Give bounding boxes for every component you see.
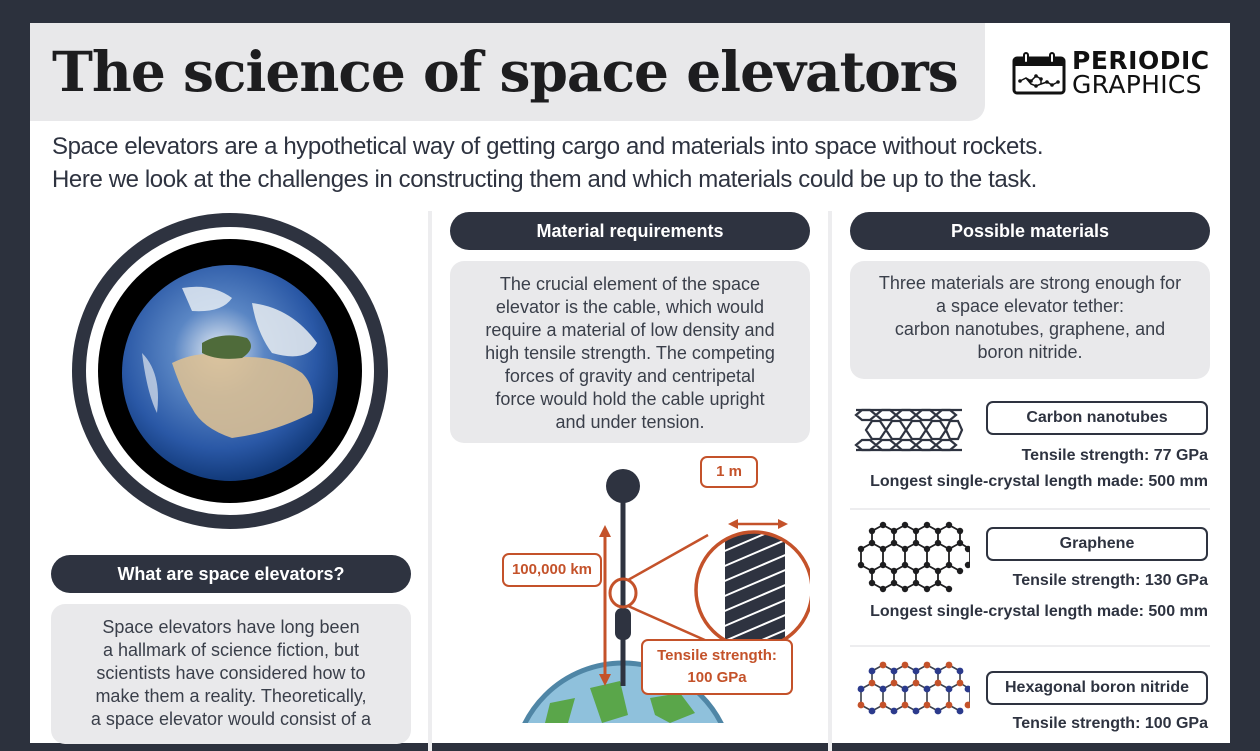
body-line: Three materials are strong enough for [878, 273, 1182, 293]
material-tensile-graphene: Tensile strength: 130 GPa [1012, 572, 1208, 589]
material-name-graphene: Graphene [986, 527, 1208, 561]
material-requirements-text: The crucial element of the space elevato… [450, 261, 810, 443]
page-title: The science of space elevators [52, 39, 959, 104]
what-are-space-elevators-text: Space elevators have long been a hallmar… [51, 604, 411, 744]
body-line: elevator is the cable, which would [495, 297, 765, 317]
body-line: a space elevator tether: [935, 296, 1125, 316]
column-divider-right [828, 211, 832, 751]
intro-text: Space elevators are a hypothetical way o… [52, 130, 1222, 196]
body-line: carbon nanotubes, graphene, and [894, 319, 1166, 339]
body-line: make them a reality. Theoretically, [95, 686, 367, 706]
earth-globe-image [72, 213, 388, 529]
material-tensile-hexagonal-boron-nitride: Tensile strength: 100 GPa [1012, 715, 1208, 732]
body-line: force would hold the cable upright [495, 389, 765, 409]
possible-materials-heading: Possible materials [850, 212, 1210, 250]
body-line: The crucial element of the space [499, 274, 761, 294]
material-tensile-carbon-nanotubes: Tensile strength: 77 GPa [1021, 447, 1208, 464]
body-line: high tensile strength. The competing [485, 343, 775, 363]
height-arrow-icon [599, 525, 611, 686]
material-requirements-heading: Material requirements [450, 212, 810, 250]
column-divider-left [428, 211, 432, 751]
intro-line-1: Space elevators are a hypothetical way o… [52, 133, 1044, 160]
infographic-page: The science of space elevators PERIODIC … [30, 23, 1230, 751]
body-line: boron nitride. [977, 342, 1083, 362]
possible-materials-text: Three materials are strong enough for a … [850, 261, 1210, 379]
logo-line-1: PERIODIC [1072, 46, 1210, 75]
graphene-lattice-icon [857, 521, 970, 593]
materials-divider [850, 645, 1210, 647]
title-bar: The science of space elevators [30, 23, 985, 121]
body-line: forces of gravity and centripetal [504, 366, 756, 386]
boron-nitride-lattice-icon [857, 661, 970, 715]
intro-line-2: Here we look at the challenges in constr… [52, 166, 1037, 193]
material-name-carbon-nanotubes: Carbon nanotubes [986, 401, 1208, 435]
height-label: 100,000 km [502, 553, 602, 587]
materials-divider [850, 508, 1210, 510]
body-line: and under tension. [555, 412, 705, 432]
tensile-strength-label: Tensile strength: 100 GPa [641, 639, 793, 695]
calendar-molecule-icon [1012, 52, 1066, 95]
body-line: a hallmark of science fiction, but [102, 640, 360, 660]
body-line: require a material of low density and [485, 320, 775, 340]
cable-icon [606, 469, 640, 686]
carbon-nanotube-icon [854, 408, 964, 452]
what-are-space-elevators-heading: What are space elevators? [51, 555, 411, 593]
width-arrow-icon [728, 519, 788, 529]
width-label: 1 m [700, 456, 758, 488]
periodic-graphics-logo: PERIODIC GRAPHICS [1012, 46, 1210, 99]
material-length-graphene: Longest single-crystal length made: 500 … [870, 603, 1208, 620]
body-line: Space elevators have long been [102, 617, 360, 637]
body-line: scientists have considered how to [96, 663, 366, 683]
tensile-strength-label-line-1: Tensile strength: [657, 647, 777, 664]
tensile-strength-label-line-2: 100 GPa [687, 669, 747, 686]
material-length-carbon-nanotubes: Longest single-crystal length made: 500 … [870, 473, 1208, 490]
logo-line-2: GRAPHICS [1072, 70, 1202, 99]
material-name-hexagonal-boron-nitride: Hexagonal boron nitride [986, 671, 1208, 705]
